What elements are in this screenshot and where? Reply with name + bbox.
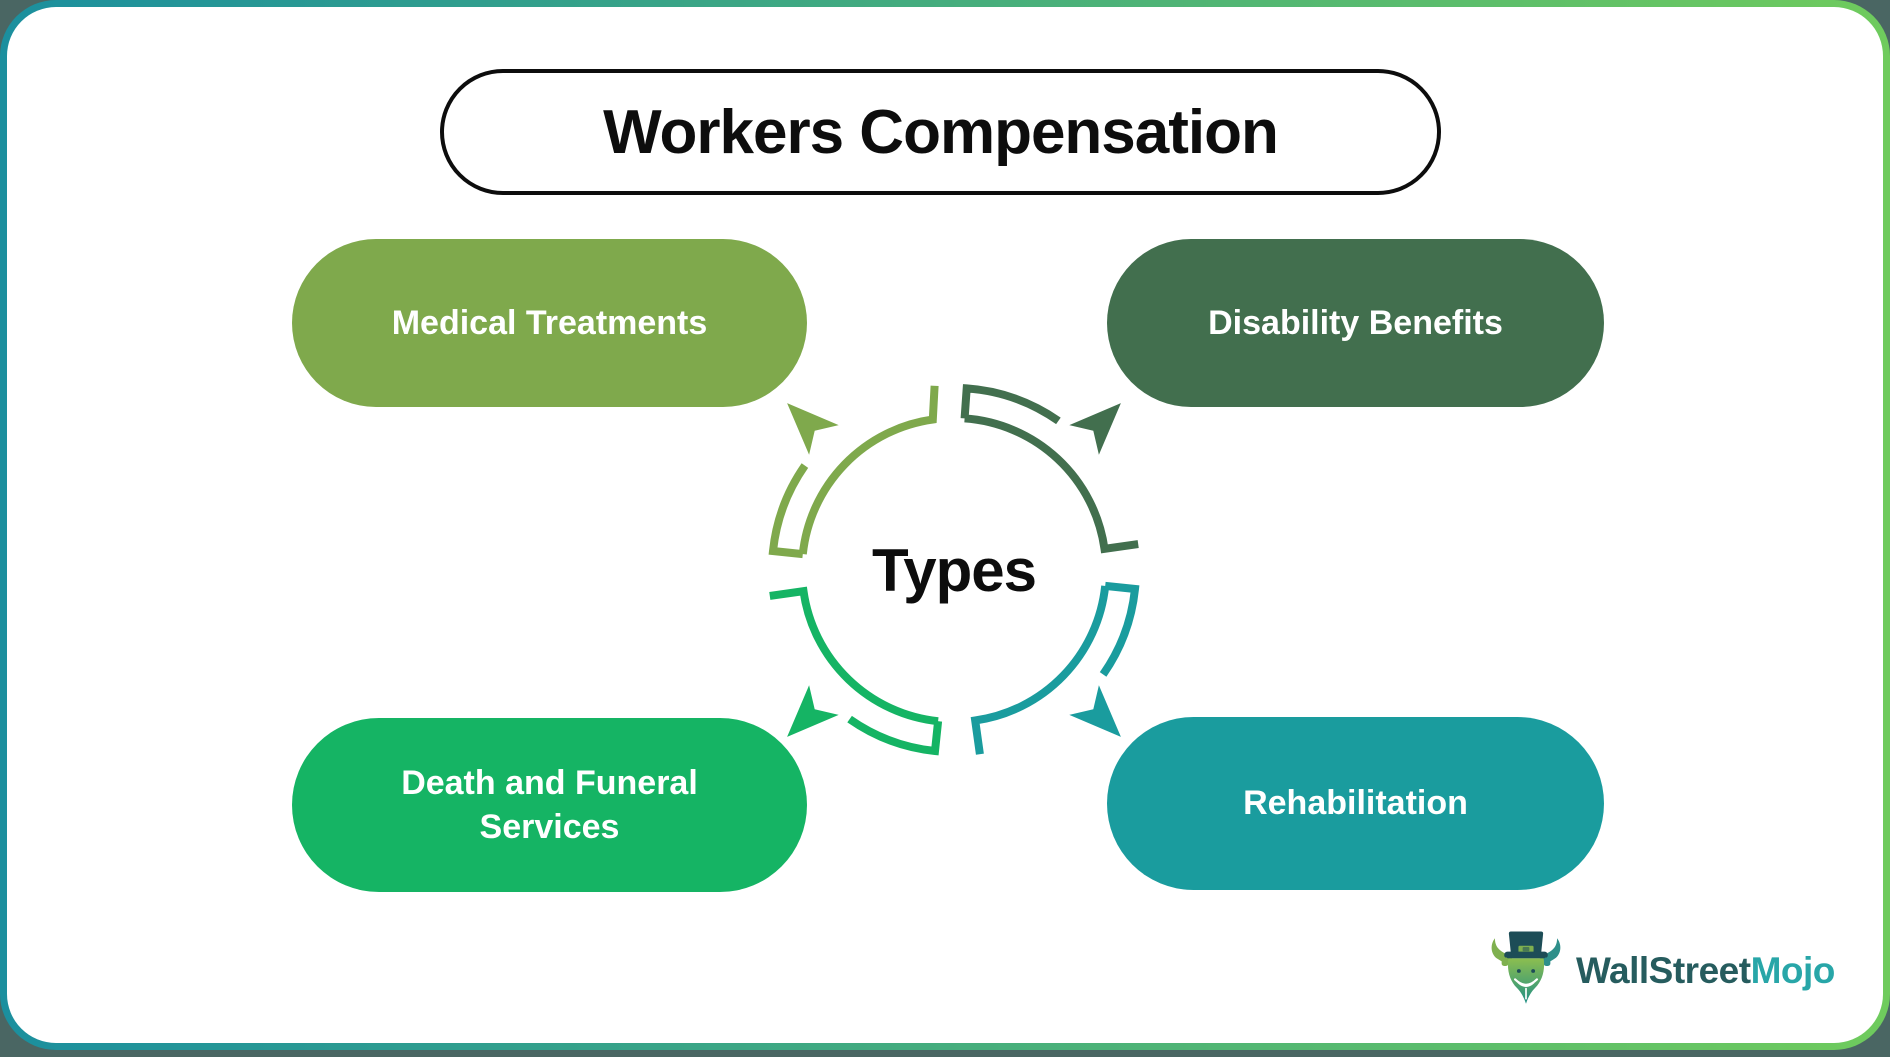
pill-medical-treatments: Medical Treatments — [292, 239, 807, 407]
bull-mascot-icon — [1491, 931, 1561, 1004]
cycle-segment-bottom-right — [970, 581, 1140, 755]
page-title: Workers Compensation — [603, 97, 1279, 167]
pill-disability-benefits: Disability Benefits — [1107, 239, 1604, 407]
pill-death-funeral-services-label: Death and Funeral Services — [401, 763, 698, 846]
brand-logo: WallStreetMojo — [1485, 929, 1835, 1013]
pill-disability-benefits-label: Disability Benefits — [1208, 303, 1503, 342]
arrowhead-up-right-icon — [1069, 403, 1121, 455]
cycle-segment-top-right — [960, 384, 1139, 554]
page-title-box: Workers Compensation — [440, 69, 1441, 195]
arrowhead-down-left-icon — [787, 685, 839, 737]
arrowhead-down-right-icon — [1069, 685, 1121, 737]
cycle-segment-top-left — [768, 385, 939, 559]
cycle-center-label: Types — [872, 536, 1037, 604]
cycle-segment-bottom-left — [769, 586, 943, 756]
arrowhead-up-left-icon — [787, 403, 839, 455]
brand-logo-text-part2: Mojo — [1750, 950, 1836, 991]
brand-logo-text-part1: WallStreet — [1576, 950, 1751, 991]
pill-rehabilitation: Rehabilitation — [1107, 717, 1604, 890]
brand-logo-text: WallStreetMojo — [1576, 950, 1835, 992]
pill-rehabilitation-label: Rehabilitation — [1243, 784, 1468, 823]
pill-medical-treatments-label: Medical Treatments — [391, 303, 708, 342]
pill-death-funeral-services: Death and Funeral Services — [292, 718, 807, 892]
